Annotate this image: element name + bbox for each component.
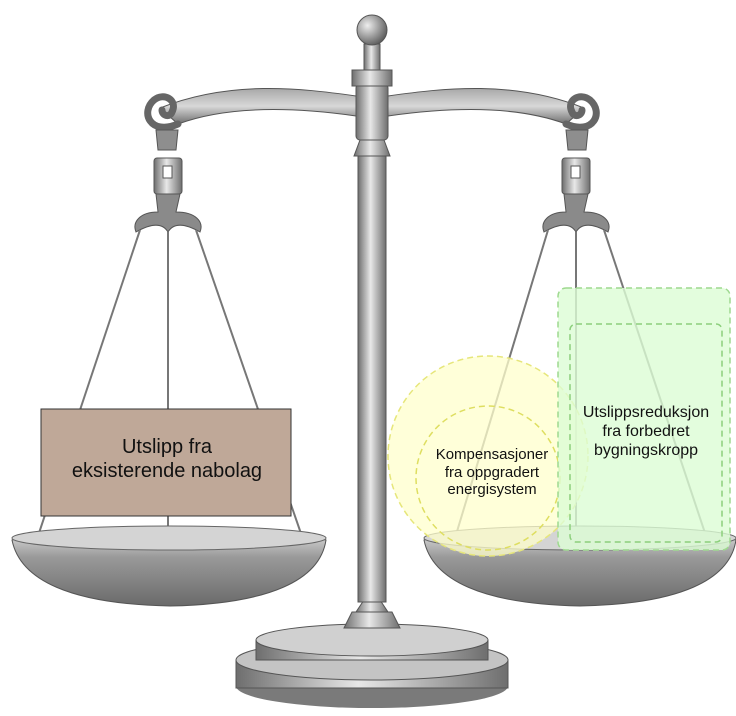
finial-ball bbox=[356, 14, 388, 46]
scale-base bbox=[235, 599, 509, 708]
energy-compensation-label: Kompensasjoner fra oppgradert energisyst… bbox=[418, 446, 566, 499]
left-hanger bbox=[134, 129, 202, 233]
rect-label-line-1: Utslippsreduksjon bbox=[582, 404, 710, 421]
left-emissions-label: Utslipp fra eksisterende nabolag bbox=[42, 436, 292, 483]
left-emissions-box bbox=[40, 408, 292, 517]
circle-label-line-3: energisystem bbox=[447, 481, 537, 499]
left-label-line-2: eksisterende nabolag bbox=[71, 459, 263, 482]
left-pan bbox=[11, 525, 327, 607]
circle-label-line-1: Kompensasjoner bbox=[435, 446, 549, 463]
building-envelope-label: Utslippsreduksjon fra forbedret bygnings… bbox=[566, 404, 726, 461]
left-label-line-1: Utslipp fra bbox=[121, 436, 213, 458]
right-hanger bbox=[542, 129, 610, 233]
rect-label-line-3: bygningskropp bbox=[593, 441, 699, 459]
circle-label-line-2: fra oppgradert bbox=[444, 463, 540, 481]
scale-beam bbox=[144, 87, 600, 131]
rect-label-line-2: fra forbedret bbox=[602, 422, 690, 440]
left-strings bbox=[33, 229, 307, 574]
building-envelope-rect bbox=[557, 287, 731, 551]
scale-pillar bbox=[351, 14, 393, 603]
